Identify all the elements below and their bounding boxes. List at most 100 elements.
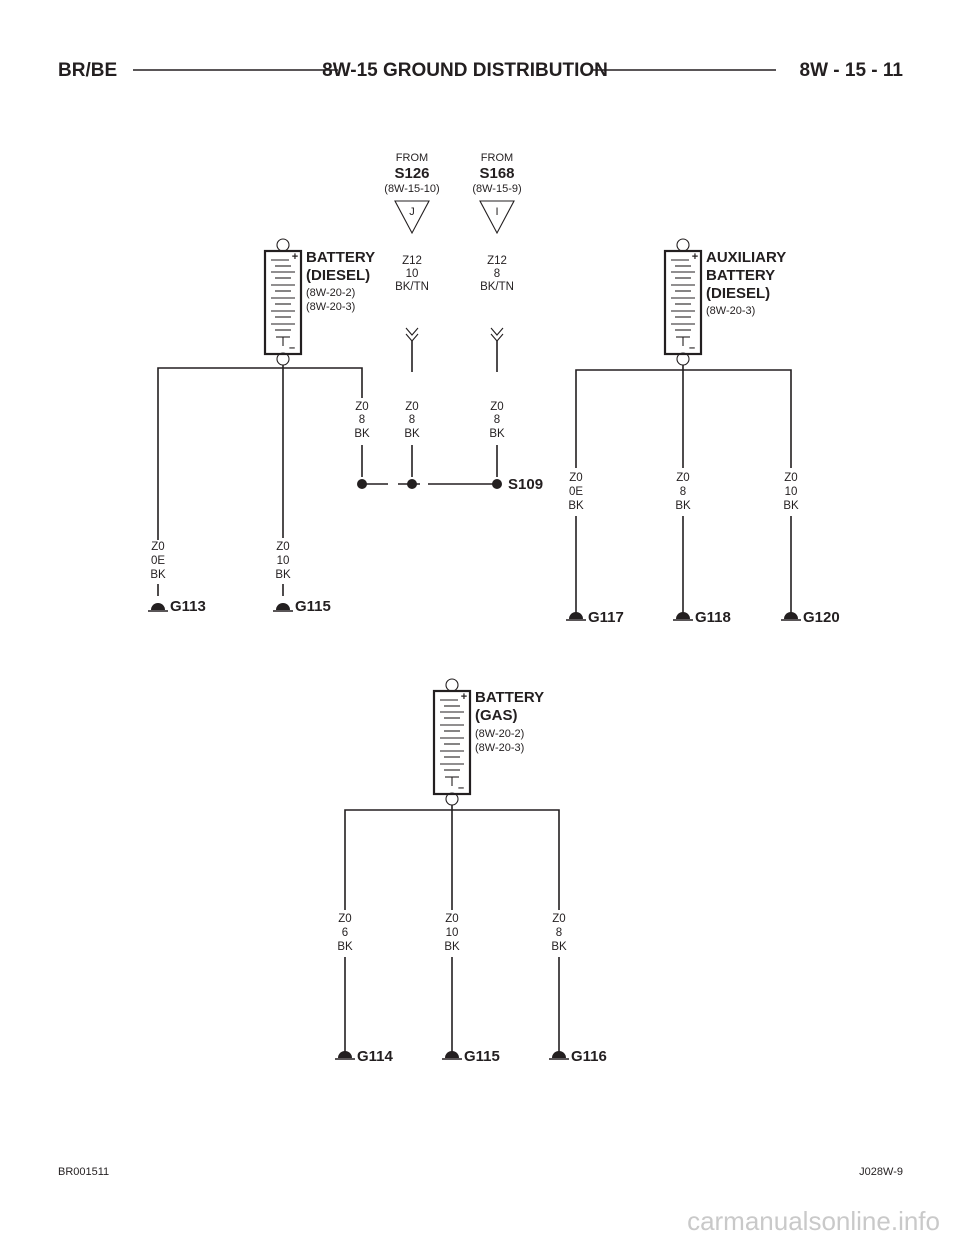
splice-dot-icon xyxy=(407,479,417,489)
auxiliary-battery-diesel: + – AUXILIARY BATTERY (DIESEL) (8W-20-3)… xyxy=(566,238,840,626)
wire-circuit: Z0 xyxy=(490,401,503,413)
splice-source-id: S126 xyxy=(394,165,429,182)
wire-circuit: Z0 xyxy=(355,401,368,413)
ground-id: G118 xyxy=(695,609,731,626)
from-label: FROM xyxy=(396,152,428,164)
battery-name-line: BATTERY xyxy=(706,267,775,284)
battery-post-icon xyxy=(445,678,459,692)
wire-circuit: Z0 xyxy=(676,472,689,484)
battery-cell-plates xyxy=(271,259,295,346)
ground-icon xyxy=(276,603,290,610)
wire-gauge: 10 xyxy=(446,927,459,939)
battery-name-line: (DIESEL) xyxy=(706,285,770,302)
wire-color: BK xyxy=(489,428,505,440)
ground-icon xyxy=(552,1051,566,1058)
ground-id: G117 xyxy=(588,609,624,626)
splice-source-id: S168 xyxy=(479,165,514,182)
ground-branch: Z0 6 BK G114 xyxy=(335,913,394,1065)
plus-icon: + xyxy=(292,251,298,263)
ground-id: G114 xyxy=(357,1048,394,1065)
ground-branch: Z0 10 BK G115 xyxy=(442,913,500,1065)
splice-id: S109 xyxy=(508,476,543,493)
wire-color: BK xyxy=(404,428,420,440)
ground-icon xyxy=(784,612,798,619)
ground-branch: Z0 0E BK G117 xyxy=(566,472,624,626)
ground-branch: Z0 8 BK G118 xyxy=(673,472,731,626)
wire-color: BK xyxy=(275,569,291,581)
battery-ref: (8W-20-3) xyxy=(475,742,524,754)
wire-color: BK xyxy=(783,500,799,512)
battery-cell-plates xyxy=(440,699,464,786)
ground-id: G115 xyxy=(464,1048,500,1065)
wire-gauge: 8 xyxy=(359,414,365,426)
minus-icon: – xyxy=(458,782,464,794)
battery-name-line: (GAS) xyxy=(475,707,518,724)
wire-gauge: 8 xyxy=(680,486,686,498)
ground-id: G116 xyxy=(571,1048,607,1065)
wire-gauge: 8 xyxy=(494,414,500,426)
wire-gauge: 0E xyxy=(569,486,583,498)
wire-circuit: Z0 xyxy=(569,472,582,484)
wire-gauge: 0E xyxy=(151,555,165,567)
splice-source-s126: FROM S126 (8W-15-10) J Z12 10 BK/TN Z0 8… xyxy=(384,152,440,477)
ground-bus-line xyxy=(157,367,363,540)
wire-color: BK xyxy=(551,941,567,953)
battery-ref: (8W-20-2) xyxy=(475,728,524,740)
connector-pin: J xyxy=(409,206,415,218)
page-footer: BR001511 J028W-9 xyxy=(58,1166,903,1178)
connector-triangle-icon xyxy=(394,200,430,235)
ground-icon xyxy=(338,1051,352,1058)
wire-circuit: Z12 xyxy=(487,255,507,267)
wire-color: BK xyxy=(568,500,584,512)
from-label: FROM xyxy=(481,152,513,164)
battery-name-line: BATTERY xyxy=(475,689,544,706)
wire-circuit: Z0 xyxy=(445,913,458,925)
wire-color: BK xyxy=(675,500,691,512)
wire-circuit: Z0 xyxy=(552,913,565,925)
wire-gauge: 10 xyxy=(277,555,290,567)
ground-id: G120 xyxy=(803,609,840,626)
bus-break xyxy=(388,480,398,488)
ground-branch: Z0 10 BK G115 xyxy=(273,541,331,615)
inline-connector-icon xyxy=(405,327,419,342)
battery-gas: + – BATTERY (GAS) (8W-20-2) (8W-20-3) Z0… xyxy=(335,678,607,1065)
wire-color: BK xyxy=(354,428,370,440)
page-header: BR/BE 8W-15 GROUND DISTRIBUTION 8W - 15 … xyxy=(58,60,903,81)
battery-cell-plates xyxy=(671,259,695,346)
battery-ref: (8W-20-3) xyxy=(706,305,755,317)
battery-ref: (8W-20-2) xyxy=(306,287,355,299)
header-page-number: 8W - 15 - 11 xyxy=(800,60,904,81)
wire-gauge: 8 xyxy=(409,414,415,426)
minus-icon: – xyxy=(289,342,295,354)
connector-triangle-icon xyxy=(479,200,515,235)
ground-id: G113 xyxy=(170,598,206,615)
header-model: BR/BE xyxy=(58,60,117,81)
header-title: 8W-15 GROUND DISTRIBUTION xyxy=(322,60,608,81)
splice-s109: Z0 8 BK S109 xyxy=(354,401,543,493)
watermark: carmanualsonline.info xyxy=(687,1206,940,1236)
battery-post-icon xyxy=(276,238,290,252)
ground-branch: Z0 10 BK G120 xyxy=(781,472,840,626)
wire-color: BK xyxy=(444,941,460,953)
wire-circuit: Z0 xyxy=(338,913,351,925)
battery-name-line: BATTERY xyxy=(306,249,375,266)
wire-gauge: 10 xyxy=(785,486,798,498)
battery-name-line: AUXILIARY xyxy=(706,249,786,266)
ground-icon xyxy=(445,1051,459,1058)
splice-source-ref: (8W-15-10) xyxy=(384,183,439,195)
inline-connector-icon xyxy=(490,327,504,342)
wire-circuit: Z0 xyxy=(784,472,797,484)
plus-icon: + xyxy=(461,691,467,703)
battery-post-icon xyxy=(676,238,690,252)
wire-circuit: Z0 xyxy=(151,541,164,553)
wire-gauge: 10 xyxy=(406,268,419,280)
splice-source-s168: FROM S168 (8W-15-9) I Z12 8 BK/TN Z0 8 B… xyxy=(472,152,522,477)
wire-gauge: 6 xyxy=(342,927,348,939)
wire-color: BK/TN xyxy=(480,281,514,293)
figure-id: BR001511 xyxy=(58,1166,109,1178)
ground-icon xyxy=(676,612,690,619)
minus-icon: – xyxy=(689,342,695,354)
splice-source-ref: (8W-15-9) xyxy=(472,183,521,195)
plus-icon: + xyxy=(692,251,698,263)
